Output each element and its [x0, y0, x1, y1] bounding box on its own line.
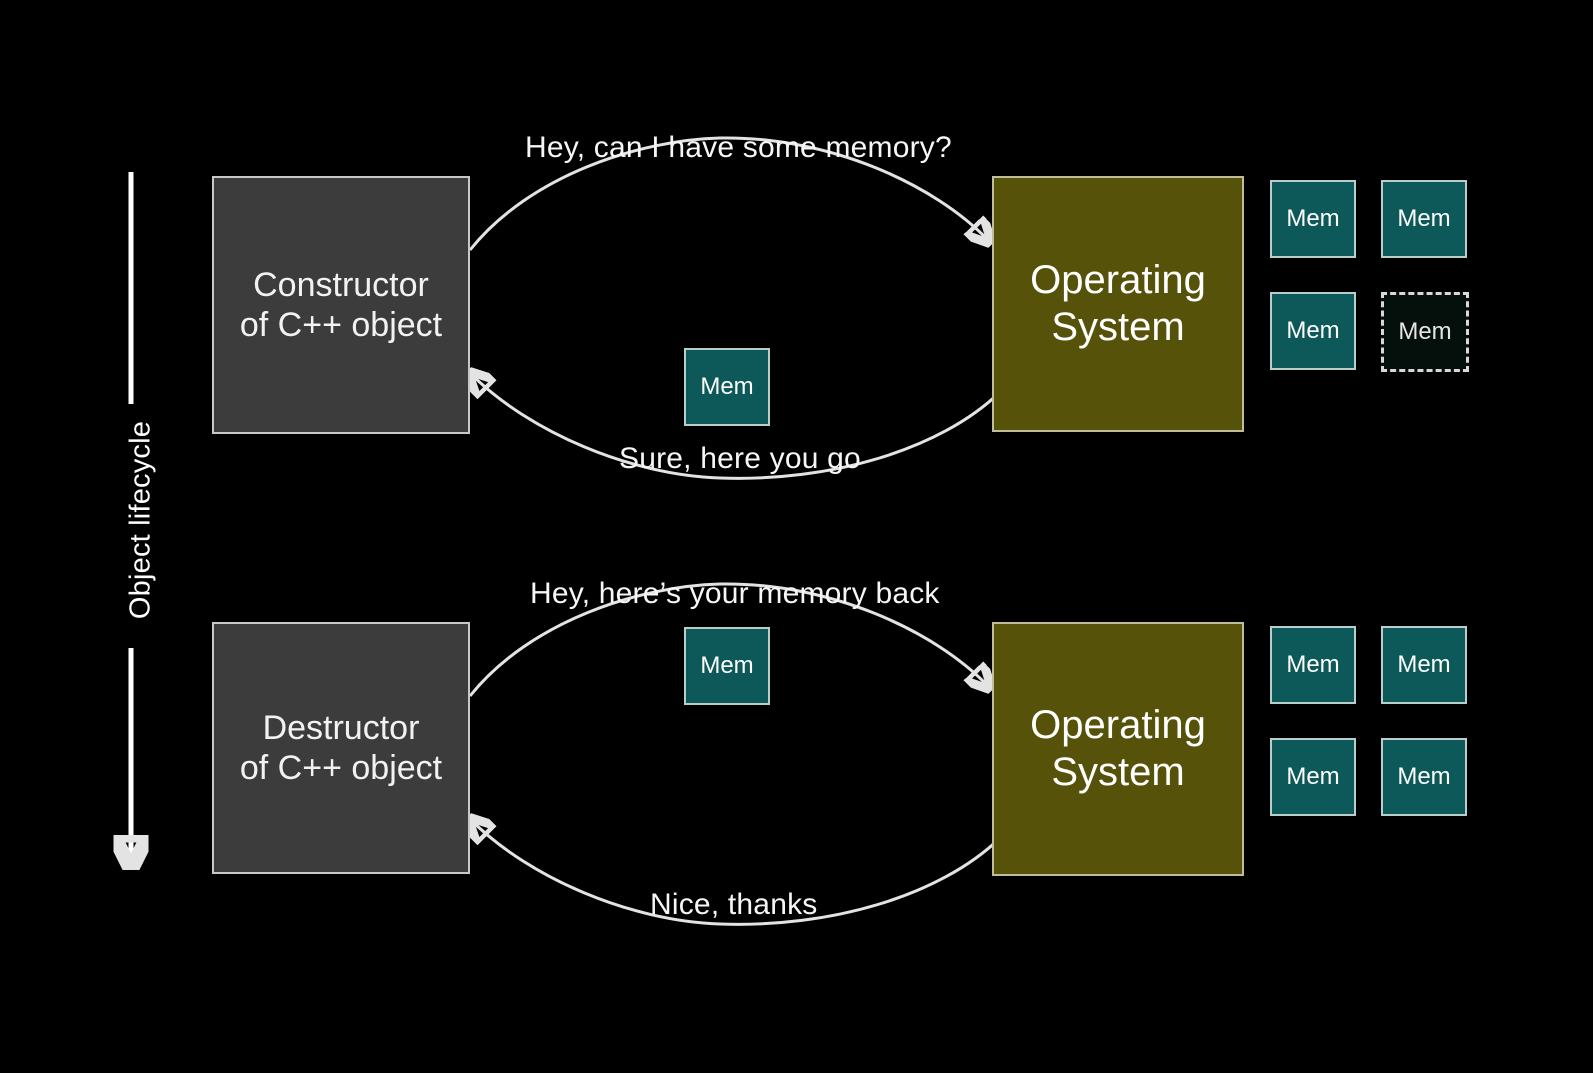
speech-destruct-request: Hey, here’s your memory back [530, 577, 940, 610]
speech-construct-response: Sure, here you go [619, 442, 861, 475]
object-lifecycle-label: Object lifecycle [124, 414, 158, 626]
operating-system-box-bottom-label: Operating System [1030, 702, 1206, 794]
speech-destruct-response: Nice, thanks [650, 888, 818, 921]
memory-pool-bottom-chip-2[interactable]: Mem [1381, 626, 1467, 704]
speech-construct-request: Hey, can I have some memory? [525, 131, 952, 164]
memory-chip-in-transit-bottom[interactable]: Mem [684, 627, 770, 705]
destructor-box[interactable]: Destructor of C++ object [212, 622, 470, 874]
destructor-box-label: Destructor of C++ object [239, 708, 443, 787]
memory-pool-bottom-chip-1[interactable]: Mem [1270, 626, 1356, 704]
memory-pool-top-chip-4-free[interactable]: Mem [1381, 292, 1469, 372]
memory-pool-top-chip-1[interactable]: Mem [1270, 180, 1356, 258]
memory-pool-bottom-chip-3[interactable]: Mem [1270, 738, 1356, 816]
constructor-box-label: Constructor of C++ object [239, 265, 443, 344]
memory-pool-top-chip-2[interactable]: Mem [1381, 180, 1467, 258]
object-lifecycle-axis: Object lifecycle [96, 150, 186, 890]
constructor-box[interactable]: Constructor of C++ object [212, 176, 470, 434]
memory-chip-in-transit-top[interactable]: Mem [684, 348, 770, 426]
operating-system-box-bottom[interactable]: Operating System [992, 622, 1244, 876]
operating-system-box-top-label: Operating System [1030, 257, 1206, 349]
memory-pool-top-chip-3[interactable]: Mem [1270, 292, 1356, 370]
operating-system-box-top[interactable]: Operating System [992, 176, 1244, 432]
memory-pool-bottom-chip-4[interactable]: Mem [1381, 738, 1467, 816]
